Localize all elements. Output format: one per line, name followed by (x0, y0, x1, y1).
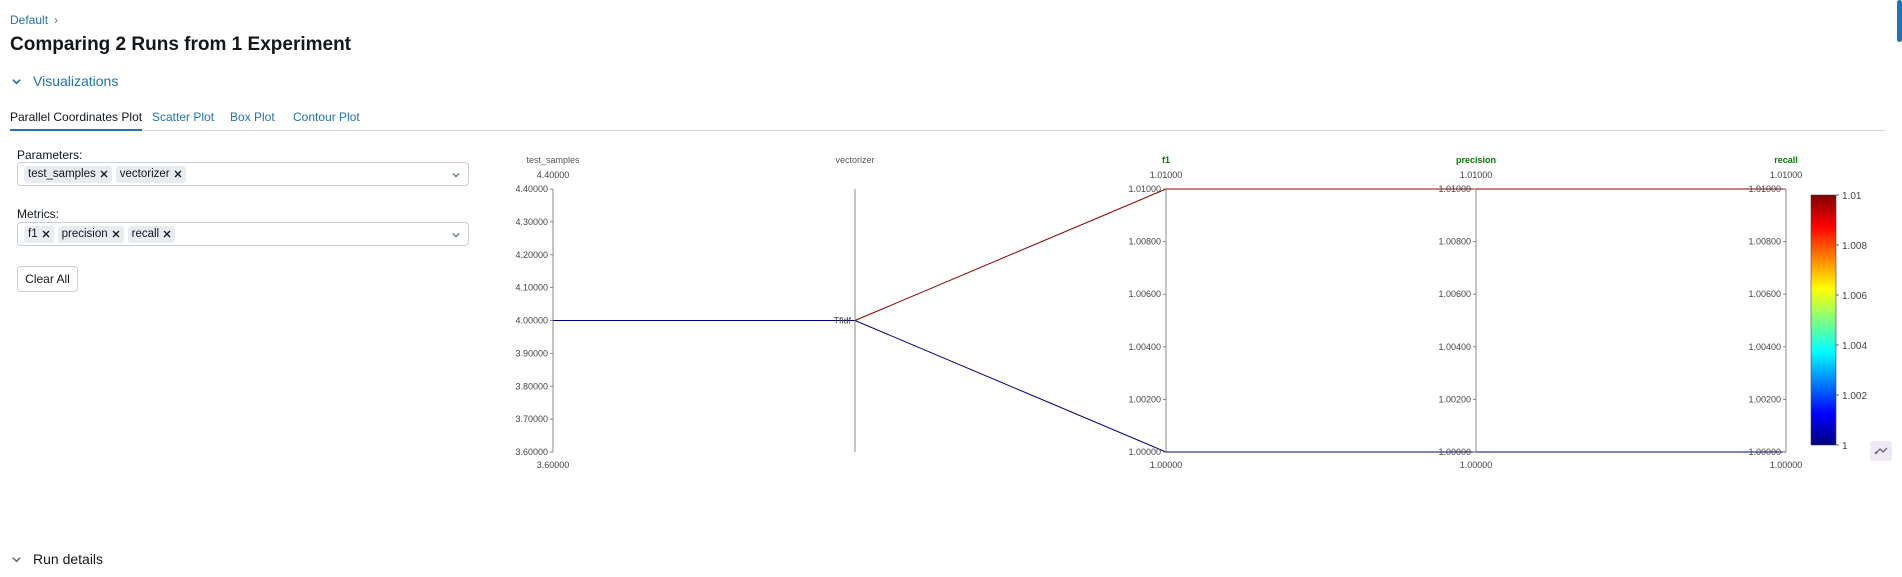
axis-tick-label: 1.00600 (1128, 289, 1161, 299)
parameter-chip-label: vectorizer (119, 167, 170, 180)
axis-tick-label: 1.00800 (1748, 237, 1781, 247)
close-icon[interactable] (42, 230, 50, 238)
colorbar-tick-label: 1.008 (1842, 241, 1867, 252)
axis-tick-label: 1.00000 (1748, 447, 1781, 457)
close-icon[interactable] (100, 170, 108, 178)
axis-tick-label: 4.30000 (515, 217, 548, 227)
chevron-down-icon (12, 556, 21, 562)
run-line-1 (553, 188, 1786, 321)
run-details-section-label: Run details (33, 551, 104, 567)
axis-range-top-label: 1.01000 (1460, 170, 1493, 180)
page-scrollbar[interactable] (1897, 0, 1902, 42)
visualization-tabs: Parallel Coordinates Plot Scatter Plot B… (10, 110, 1885, 131)
axis-tick-label: 1.00800 (1128, 237, 1161, 247)
colorbar-tick-label: 1.002 (1842, 391, 1867, 402)
tab-parallel-coordinates-plot[interactable]: Parallel Coordinates Plot (10, 110, 143, 131)
metric-chip-label: precision (61, 227, 108, 240)
axis-tick-label: 1.00400 (1748, 342, 1781, 352)
axis-title-recall: recall (1774, 155, 1798, 165)
breadcrumb-experiment-link[interactable]: Default (10, 13, 49, 27)
metric-chip-f1: f1 (24, 225, 54, 243)
axis-category-label: Tfidf (833, 316, 851, 326)
axis-tick-label: 3.80000 (515, 381, 548, 391)
metrics-select[interactable]: f1 precision recall (17, 222, 469, 246)
chart-tool-icon (1874, 447, 1888, 455)
visualizations-section-toggle[interactable]: Visualizations (12, 73, 118, 89)
tab-box-plot[interactable]: Box Plot (230, 110, 275, 124)
chevron-down-icon[interactable] (452, 231, 460, 239)
axis-title-vectorizer: vectorizer (835, 155, 874, 165)
axis-tick-label: 4.10000 (515, 283, 548, 293)
metric-chip-recall: recall (127, 225, 176, 243)
axis-title-precision: precision (1456, 155, 1496, 165)
axis-tick-label: 3.90000 (515, 348, 548, 358)
axis-tick-label: 3.60000 (515, 447, 548, 457)
axis-tick-label: 1.00600 (1748, 289, 1781, 299)
colorbar-tick-label: 1.004 (1842, 341, 1867, 352)
axis-range-top-label: 1.01000 (1150, 170, 1183, 180)
axis-tick-label: 1.01000 (1128, 184, 1161, 194)
axis-tick-label: 1.00000 (1128, 447, 1161, 457)
axis-range-bottom-label: 3.60000 (537, 460, 570, 470)
axis-tick-label: 1.00200 (1438, 394, 1471, 404)
parameter-chip-test-samples: test_samples (24, 165, 112, 183)
axis-tick-label: 1.00200 (1128, 394, 1161, 404)
axis-title-f1: f1 (1162, 155, 1170, 165)
axis-tick-label: 3.70000 (515, 414, 548, 424)
axis-tick-label: 4.20000 (515, 250, 548, 260)
axis-tick-label: 4.40000 (515, 184, 548, 194)
run-line-2 (553, 320, 1786, 453)
metric-chip-label: recall (131, 227, 160, 240)
axis-tick-label: 1.01000 (1438, 184, 1471, 194)
colorbar-tick-label: 1 (1842, 441, 1848, 452)
close-icon[interactable] (163, 230, 171, 238)
clear-all-button[interactable]: Clear All (17, 266, 78, 292)
parameters-select[interactable]: test_samples vectorizer (17, 162, 469, 186)
colorbar-tick-label: 1.01 (1842, 191, 1862, 202)
axis-tick-label: 1.00400 (1438, 342, 1471, 352)
breadcrumb: Default › (10, 13, 58, 27)
axis-tick-label: 1.00400 (1128, 342, 1161, 352)
colorbar (1810, 194, 1837, 446)
visualizations-section-label: Visualizations (33, 73, 119, 89)
axis-title-test_samples: test_samples (526, 155, 580, 165)
metric-chip-precision: precision (57, 225, 124, 243)
chevron-down-icon[interactable] (452, 171, 460, 179)
axis-range-top-label: 4.40000 (537, 170, 570, 180)
page-title: Comparing 2 Runs from 1 Experiment (10, 34, 352, 55)
metrics-label: Metrics: (17, 207, 59, 221)
close-icon[interactable] (112, 230, 120, 238)
axis-tick-label: 1.01000 (1748, 184, 1781, 194)
parameters-label: Parameters: (17, 148, 83, 162)
parameter-chip-label: test_samples (28, 167, 96, 180)
axis-range-bottom-label: 1.00000 (1150, 460, 1183, 470)
axis-range-top-label: 1.01000 (1770, 170, 1803, 180)
parameter-chip-vectorizer: vectorizer (115, 165, 186, 183)
metric-chip-label: f1 (28, 227, 38, 240)
axis-tick-label: 1.00600 (1438, 289, 1471, 299)
plot-mode-button[interactable] (1870, 441, 1892, 461)
close-icon[interactable] (174, 170, 182, 178)
tab-contour-plot[interactable]: Contour Plot (293, 110, 360, 124)
breadcrumb-separator: › (54, 13, 59, 27)
axis-range-bottom-label: 1.00000 (1770, 460, 1803, 470)
colorbar-tick-label: 1.006 (1842, 291, 1867, 302)
axis-tick-label: 4.00000 (515, 316, 548, 326)
axis-tick-label: 1.00200 (1748, 394, 1781, 404)
axis-range-bottom-label: 1.00000 (1460, 460, 1493, 470)
axis-tick-label: 1.00800 (1438, 237, 1471, 247)
tab-scatter-plot[interactable]: Scatter Plot (152, 110, 215, 124)
run-details-section-toggle[interactable]: Run details (12, 551, 103, 567)
chevron-down-icon (12, 78, 21, 84)
axis-tick-label: 1.00000 (1438, 447, 1471, 457)
